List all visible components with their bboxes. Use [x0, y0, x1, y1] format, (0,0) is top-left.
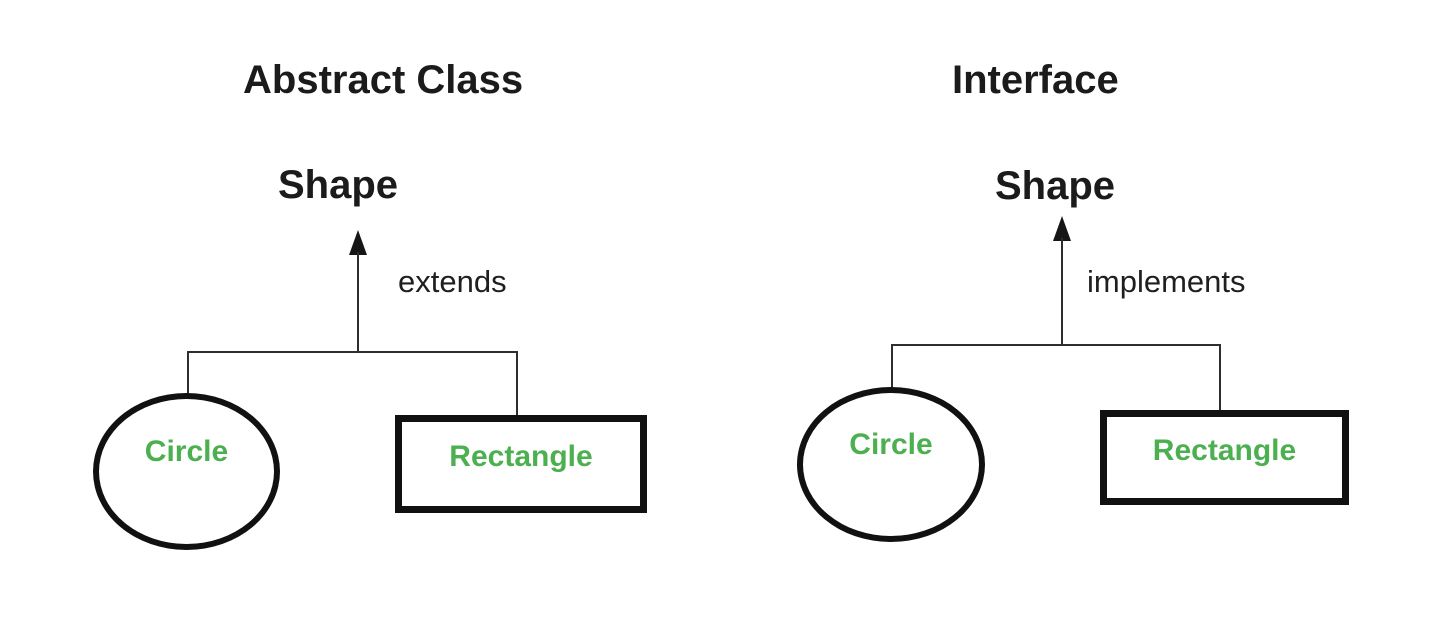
branch-drop-line-right — [516, 351, 518, 417]
rectangle-node: Rectangle — [395, 415, 647, 513]
arrow-up-icon — [349, 230, 367, 255]
branch-horizontal-line — [187, 351, 518, 353]
parent-interface-name: Shape — [995, 164, 1116, 208]
parent-class-name: Shape — [278, 163, 399, 207]
circle-node-label: Circle — [144, 434, 229, 468]
branch-horizontal-line — [891, 344, 1221, 346]
relation-label: extends — [398, 264, 507, 299]
panel-title: Abstract Class — [243, 58, 524, 102]
rectangle-node-label: Rectangle — [449, 440, 593, 473]
circle-node-label: Circle — [849, 427, 933, 461]
arrow-stem-line — [1061, 238, 1063, 345]
rectangle-node-label: Rectangle — [1152, 433, 1297, 467]
circle-node: Circle — [93, 393, 280, 550]
relation-label: implements — [1087, 264, 1246, 299]
panel-title: Interface — [952, 58, 1119, 102]
branch-drop-line-right — [1219, 344, 1221, 412]
branch-drop-line-left — [891, 344, 893, 389]
circle-node: Circle — [797, 387, 985, 542]
rectangle-node: Rectangle — [1100, 410, 1349, 505]
arrow-stem-line — [357, 252, 359, 352]
arrow-up-icon — [1053, 216, 1071, 241]
branch-drop-line-left — [187, 351, 189, 395]
